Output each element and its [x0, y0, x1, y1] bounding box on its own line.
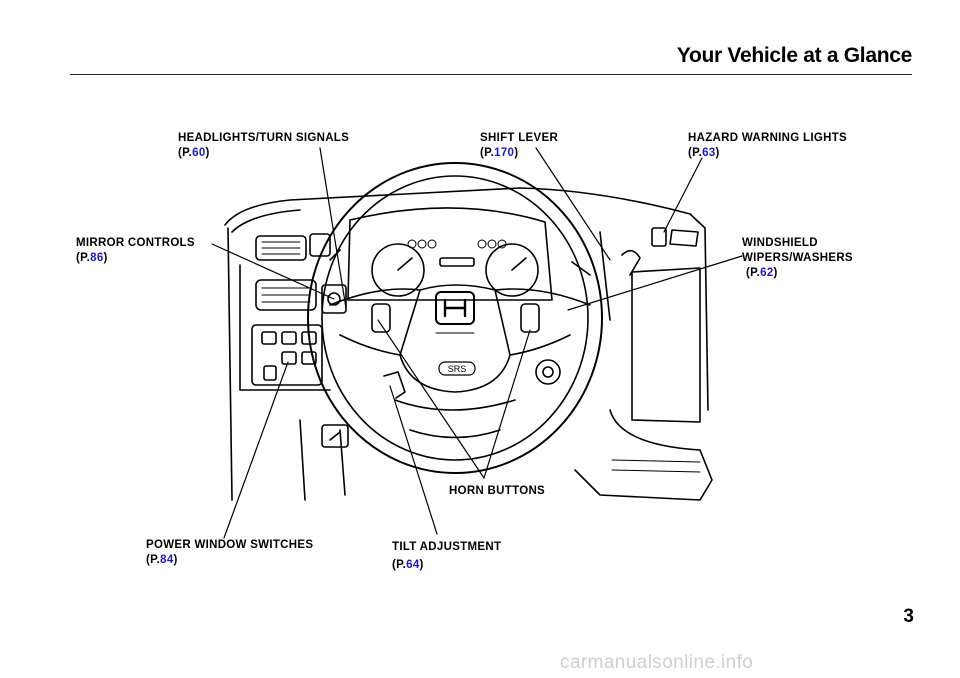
- callout-shift-lever: SHIFT LEVER (P.170): [480, 131, 558, 161]
- callout-mirror-ref[interactable]: (P.86): [76, 252, 108, 264]
- callout-shift-lever-ref[interactable]: (P.170): [480, 147, 519, 159]
- srs-label: SRS: [448, 364, 467, 374]
- callout-horn-buttons: HORN BUTTONS: [449, 484, 545, 499]
- page-number: 3: [903, 606, 914, 627]
- callout-tilt-name: TILT ADJUSTMENT: [392, 541, 502, 553]
- callout-tilt-adjustment: TILT ADJUSTMENT (P.64): [392, 538, 501, 574]
- callout-wipers-name-line2: WIPERS/WASHERS: [742, 252, 853, 264]
- callout-headlights-name: HEADLIGHTS/TURN SIGNALS: [178, 132, 350, 144]
- callout-hazard-warning-lights: HAZARD WARNING LIGHTS (P.63): [688, 131, 847, 161]
- callout-shift-lever-name: SHIFT LEVER: [480, 132, 559, 144]
- header-rule: [70, 74, 912, 75]
- callout-horn-name: HORN BUTTONS: [449, 485, 546, 497]
- callout-power-window-switches: POWER WINDOW SWITCHES (P.84): [146, 538, 313, 568]
- callout-windows-name: POWER WINDOW SWITCHES: [146, 539, 314, 551]
- callout-wipers-ref[interactable]: (P.62): [746, 267, 778, 279]
- callout-windshield-wipers: WINDSHIELD WIPERS/WASHERS (P.62): [742, 236, 853, 281]
- callout-mirror-name: MIRROR CONTROLS: [76, 237, 195, 249]
- callout-tilt-ref[interactable]: (P.64): [392, 559, 424, 571]
- callout-wipers-name-line1: WINDSHIELD: [742, 237, 818, 249]
- callout-windows-ref[interactable]: (P.84): [146, 554, 178, 566]
- callout-hazard-name: HAZARD WARNING LIGHTS: [688, 132, 847, 144]
- callout-hazard-ref[interactable]: (P.63): [688, 147, 720, 159]
- watermark-text: carmanualsonline.info: [560, 652, 754, 673]
- callout-mirror-controls: MIRROR CONTROLS (P.86): [76, 236, 195, 266]
- callout-headlights-turn-signals: HEADLIGHTS/TURN SIGNALS (P.60): [178, 131, 349, 161]
- page-title: Your Vehicle at a Glance: [676, 44, 912, 67]
- callout-headlights-ref[interactable]: (P.60): [178, 147, 210, 159]
